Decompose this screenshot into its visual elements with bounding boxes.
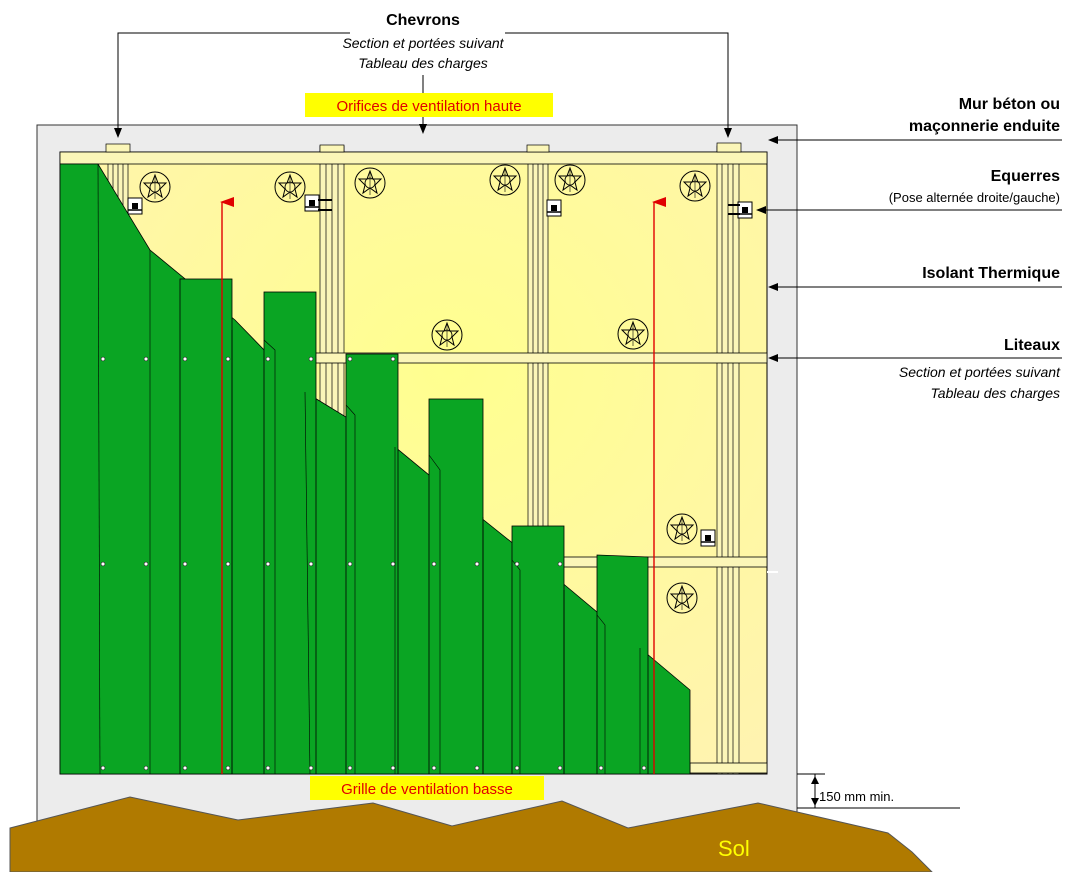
dimension-label: 150 mm min. [819, 789, 894, 804]
liteaux-label: Liteaux [1004, 337, 1060, 354]
battens [59, 151, 768, 774]
orifices-highlight [305, 93, 553, 117]
equerres-label: Equerres [991, 168, 1060, 185]
chevrons-title: Chevrons [386, 12, 460, 29]
orifices-label: Orifices de ventilation haute [336, 98, 521, 115]
grille-highlight [310, 776, 544, 800]
sol-label: Sol [718, 836, 750, 861]
right-leaders [758, 139, 1062, 359]
cladding-screws [100, 356, 647, 771]
ventilation-arrows [220, 197, 666, 774]
rafter-ends [105, 142, 742, 153]
liteaux-subtitle-1: Section et portées suivant [899, 364, 1061, 380]
mur-label-2: maçonnerie enduite [909, 118, 1060, 135]
liteaux-subtitle-2: Tableau des charges [931, 385, 1060, 401]
cladding-boards [59, 163, 691, 775]
chevrons-subtitle-2: Tableau des charges [358, 55, 487, 71]
cladding-joints [97, 163, 641, 775]
mur-label-1: Mur béton ou [959, 96, 1060, 113]
grille-label: Grille de ventilation basse [341, 781, 513, 798]
equerres-note: (Pose alternée droite/gauche) [889, 190, 1060, 205]
isolant-label: Isolant Thermique [922, 265, 1060, 282]
ground [9, 796, 933, 872]
chevrons-subtitle-1: Section et portées suivant [342, 35, 504, 51]
